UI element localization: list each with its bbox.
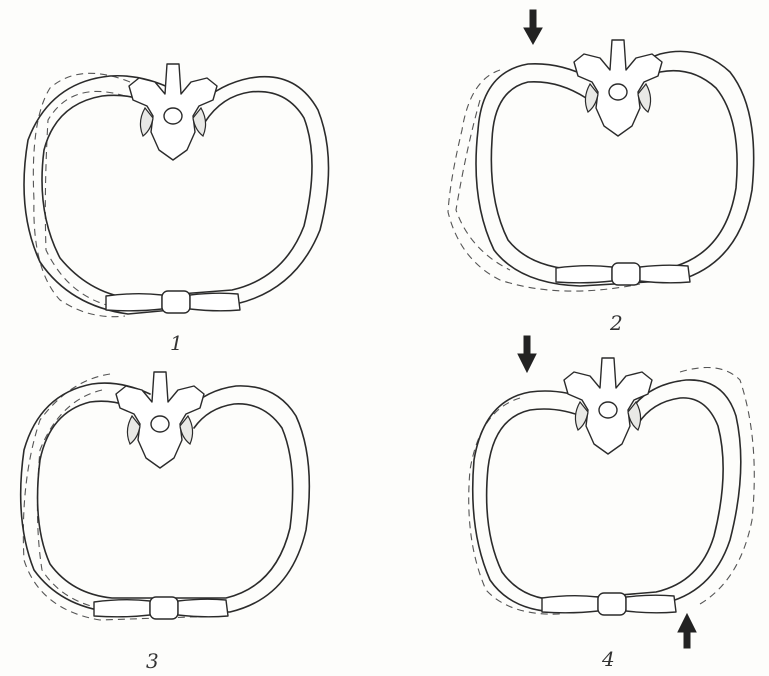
panel-3-sternum [94, 597, 228, 619]
panel-1-displaced-contour-inner [45, 91, 125, 308]
panel-1-sternum [106, 291, 240, 313]
panel-4-displaced-contour-right [680, 368, 754, 605]
panel-3-displaced-contour-inner [37, 390, 110, 610]
panel-2-displaced-contour-inner [456, 100, 510, 270]
panel-2-label: 2 [609, 311, 623, 335]
panel-4: 4 [469, 336, 755, 671]
panel-1-displaced-contour [33, 73, 130, 316]
panel-4-vertebra [564, 358, 652, 454]
panel-3-vertebra [116, 372, 204, 468]
panel-4-top-force-arrow-icon [518, 336, 536, 372]
panel-2-sternum [556, 263, 690, 285]
panel-1-vertebra [129, 64, 217, 160]
panel-1: 1 [24, 64, 329, 355]
panel-4-bottom-force-arrow-icon [678, 614, 696, 648]
panel-3: 3 [21, 372, 310, 673]
panel-1-label: 1 [170, 331, 183, 355]
panel-4-sternum [542, 593, 676, 615]
panel-2-vertebra [574, 40, 662, 136]
panel-4-label: 4 [601, 647, 615, 671]
panel-3-label: 3 [146, 649, 159, 673]
panel-2-force-arrow-icon [524, 10, 542, 44]
panel-2: 2 [448, 10, 754, 335]
